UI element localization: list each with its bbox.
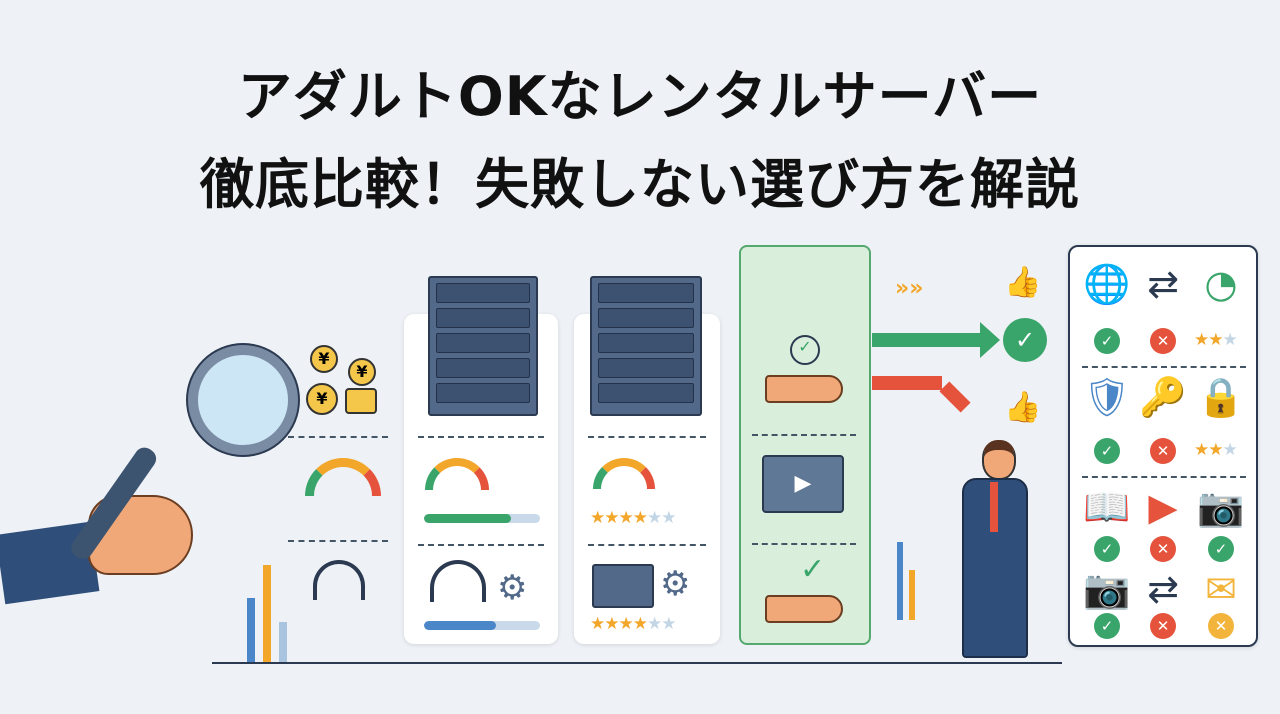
star-icon: ★ [590, 508, 605, 528]
cross-icon: ✕ [1150, 328, 1176, 354]
cross-icon: ✕ [1150, 613, 1176, 639]
divider [752, 543, 856, 545]
star-icon: ★ [1194, 330, 1209, 350]
star-icon: ★ [1208, 440, 1223, 460]
title-line-2: 徹底比較！失敗しない選び方を解説 [200, 153, 1080, 216]
star-icon: ★ [661, 508, 676, 528]
star-icon: ★ [632, 614, 648, 634]
divider [288, 436, 388, 438]
bar-decor [247, 598, 255, 662]
check-icon: ✓ [1094, 613, 1120, 639]
feature-rating: ★★★★★★ [590, 614, 677, 634]
globe-icon: 🌐 [1083, 262, 1131, 306]
tie [990, 482, 998, 532]
check-icon: ✓ [1094, 328, 1120, 354]
red-arrow [872, 376, 942, 390]
camera-icon: 📷 [1197, 485, 1245, 529]
green-arrow [872, 333, 982, 347]
chevrons-icon: »» [895, 276, 924, 301]
rating-stars: ★★★ [1194, 330, 1238, 350]
lock-icon: 🔒 [1197, 375, 1245, 419]
check-circle-icon: ✓ [790, 335, 820, 365]
baseline [212, 662, 1062, 664]
speedometer-icon: ◔ [1204, 262, 1238, 306]
green-arrow-head [980, 322, 1000, 358]
star-icon: ★ [618, 508, 634, 528]
support-bar [424, 621, 540, 630]
yen-coin-icon: ¥ [306, 383, 338, 415]
speed-bar [424, 514, 540, 523]
gear-icon: ⚙ [660, 564, 691, 604]
shield-icon: 🛡 [1082, 375, 1132, 419]
thumbs-up-icon: 👍 [1004, 390, 1042, 425]
star-icon: ★ [618, 614, 634, 634]
divider [588, 436, 706, 438]
divider [588, 544, 706, 546]
speedometer-icon [425, 458, 489, 490]
divider [752, 434, 856, 436]
bar-decor [897, 542, 903, 620]
star-icon: ★ [647, 508, 662, 528]
check-icon: ✓ [1094, 438, 1120, 464]
server-rack-icon [428, 276, 538, 416]
hand-icon [765, 375, 843, 403]
magnifier-icon [188, 345, 298, 455]
star-icon: ★ [604, 614, 619, 634]
server-rack-icon [590, 276, 702, 416]
rating-stars: ★★★ [1194, 440, 1238, 460]
hand-icon [765, 595, 843, 623]
check-icon: ✓ [1208, 536, 1234, 562]
star-icon: ★ [647, 614, 662, 634]
star-icon: ★ [604, 508, 619, 528]
server-stack-icon [592, 564, 654, 608]
check-icon: ✓ [1094, 536, 1120, 562]
divider [1082, 476, 1246, 478]
speedometer-icon [305, 458, 381, 496]
camera-icon: 📷 [1083, 567, 1131, 611]
star-icon: ★ [1208, 330, 1223, 350]
red-arrow-2 [939, 381, 971, 413]
title-line-1: アダルトOKなレンタルサーバー [237, 65, 1043, 128]
warning-cross-icon: ✕ [1208, 613, 1234, 639]
thumbs-up-icon: 👍 [1004, 265, 1042, 300]
yen-coin-icon: ¥ [310, 345, 338, 373]
video-icon: ▶ [1148, 485, 1178, 529]
bar-decor [909, 570, 915, 620]
cross-icon: ✕ [1150, 536, 1176, 562]
star-icon: ★ [1194, 440, 1209, 460]
star-icon: ★ [590, 614, 605, 634]
divider [418, 436, 544, 438]
cross-icon: ✕ [1150, 438, 1176, 464]
video-icon: ▶ [762, 455, 844, 513]
headset-icon [313, 560, 365, 600]
approved-icon: ✓ [1003, 318, 1047, 362]
businessman-head [982, 440, 1016, 480]
star-icon: ★ [661, 614, 676, 634]
divider [1082, 366, 1246, 368]
divider [288, 540, 388, 542]
transfer-icon: ⇄ [1147, 567, 1179, 611]
coin-stack-icon [345, 388, 377, 414]
divider [418, 544, 544, 546]
yen-coin-icon: ¥ [348, 358, 376, 386]
bar-decor [263, 565, 271, 662]
check-icon: ✓ [800, 552, 826, 587]
mail-icon: ✉ [1205, 567, 1237, 611]
star-icon: ★ [1222, 440, 1238, 460]
support-headset-icon [430, 560, 486, 602]
key-icon: 🔑 [1139, 375, 1187, 419]
star-icon: ★ [1222, 330, 1238, 350]
gear-icon: ⚙ [497, 568, 528, 608]
star-icon: ★ [632, 508, 648, 528]
transfer-icon: ⇄ [1147, 262, 1179, 306]
highlight-panel [739, 245, 871, 645]
speedometer-icon [593, 458, 655, 489]
book-icon: 📖 [1083, 485, 1131, 529]
speed-rating: ★★★★★★ [590, 508, 677, 528]
bar-decor [279, 622, 287, 662]
